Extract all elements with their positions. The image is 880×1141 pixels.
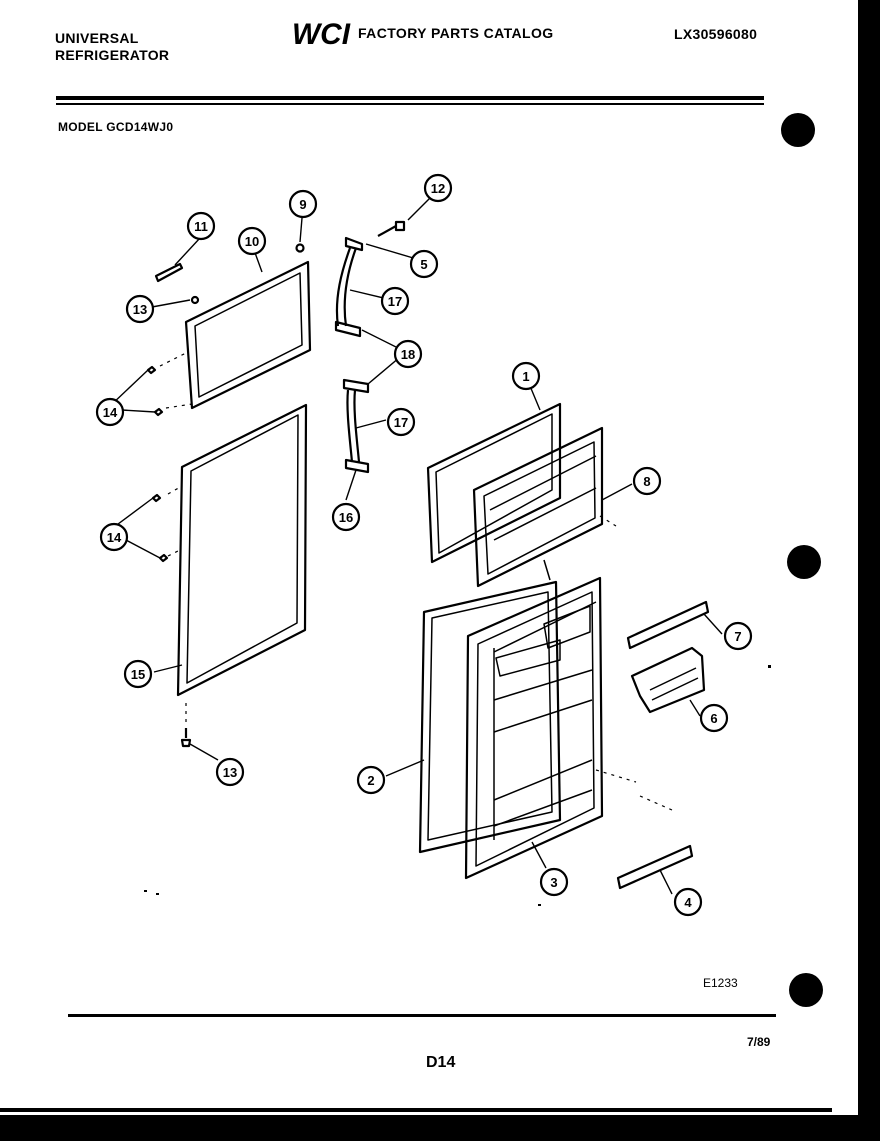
callout-3: 3: [539, 867, 569, 897]
svg-text:13: 13: [133, 302, 147, 317]
callout-5: 5: [409, 249, 439, 279]
callout-14-upper: 14: [95, 397, 125, 427]
svg-text:14: 14: [103, 405, 118, 420]
svg-text:17: 17: [394, 415, 408, 430]
callout-10: 10: [237, 226, 267, 256]
callout-17-upper: 17: [380, 286, 410, 316]
svg-text:9: 9: [299, 197, 306, 212]
brand-line-2: REFRIGERATOR: [55, 47, 170, 63]
callout-14-lower: 14: [99, 522, 129, 552]
part-6: [630, 646, 706, 714]
part-gasket-freezer: [184, 260, 312, 410]
punch-hole-top: [781, 113, 815, 147]
model-label: MODEL GCD14WJ0: [58, 120, 174, 134]
page-code: D14: [426, 1054, 456, 1071]
part-14-d: [158, 553, 169, 563]
svg-text:8: 8: [643, 474, 650, 489]
svg-text:7: 7: [734, 629, 741, 644]
svg-text:17: 17: [388, 294, 402, 309]
callout-18: 18: [393, 339, 423, 369]
svg-text:16: 16: [339, 510, 353, 525]
catalog-title: FACTORY PARTS CATALOG: [358, 25, 554, 41]
svg-text:1: 1: [522, 369, 529, 384]
svg-text:15: 15: [131, 667, 145, 682]
logo-text: WCI: [292, 18, 351, 48]
callout-11: 11: [186, 211, 216, 241]
svg-text:12: 12: [431, 181, 445, 196]
svg-text:3: 3: [550, 875, 557, 890]
callout-7: 7: [723, 621, 753, 651]
callout-13-upper: 13: [125, 294, 155, 324]
part-freezer-door-panel: [426, 402, 562, 564]
part-fresh-food-door-liner: [464, 576, 604, 880]
leader-lines: [109, 189, 723, 895]
svg-text:6: 6: [710, 711, 717, 726]
callout-13-lower: 13: [215, 757, 245, 787]
callout-1: 1: [511, 361, 541, 391]
svg-text:5: 5: [420, 257, 427, 272]
callout-17-lower: 17: [386, 407, 416, 437]
header-rule-thick: [56, 96, 764, 100]
catalog-page: UNIVERSAL REFRIGERATOR WCI FACTORY PARTS…: [0, 0, 858, 1115]
callout-6: 6: [699, 703, 729, 733]
svg-text:11: 11: [194, 219, 208, 234]
part-11: [154, 262, 184, 283]
callout-9: 9: [288, 189, 318, 219]
part-14-c: [151, 493, 162, 503]
callout-12: 12: [423, 173, 453, 203]
svg-text:18: 18: [401, 347, 415, 362]
part-12: [377, 220, 406, 237]
brand-line-1: UNIVERSAL: [55, 30, 139, 46]
part-14-b: [153, 407, 164, 417]
part-handle-lower: [342, 378, 370, 474]
part-fresh-food-door-panel: [418, 580, 562, 854]
footer-rule: [68, 1014, 776, 1017]
punch-hole-bottom: [789, 973, 823, 1007]
part-freezer-door-liner: [472, 426, 604, 588]
wci-logo: WCI: [292, 18, 351, 48]
svg-text:4: 4: [684, 895, 692, 910]
part-4: [616, 844, 694, 890]
bottom-rule: [0, 1108, 832, 1112]
svg-text:13: 13: [223, 765, 237, 780]
callout-8: 8: [632, 466, 662, 496]
brand-block: UNIVERSAL REFRIGERATOR: [55, 30, 169, 64]
exploded-parts-diagram: 1 2 3 4 5 6 7 8 9 10 11 12 13 13 14 14 1…: [95, 173, 771, 917]
part-9: [295, 243, 305, 253]
header-rule-thin: [56, 103, 764, 105]
assembly-lines: [159, 351, 673, 811]
scan-specks: [144, 665, 771, 906]
part-13-upper: [190, 295, 200, 305]
svg-text:14: 14: [107, 530, 122, 545]
svg-text:2: 2: [367, 773, 374, 788]
figure-code: E1233: [703, 976, 738, 990]
part-handle-upper: [334, 236, 364, 338]
punch-hole-middle: [787, 545, 821, 579]
callout-4: 4: [673, 887, 703, 917]
part-14-a: [146, 365, 157, 375]
revision-date: 7/89: [747, 1035, 771, 1049]
svg-text:10: 10: [245, 234, 259, 249]
callout-15: 15: [123, 659, 153, 689]
part-gasket-fresh-food: [176, 403, 308, 697]
callout-2: 2: [356, 765, 386, 795]
part-7: [626, 600, 710, 650]
callout-16: 16: [331, 502, 361, 532]
catalog-number: LX30596080: [674, 26, 758, 42]
part-13-lower: [180, 728, 192, 748]
